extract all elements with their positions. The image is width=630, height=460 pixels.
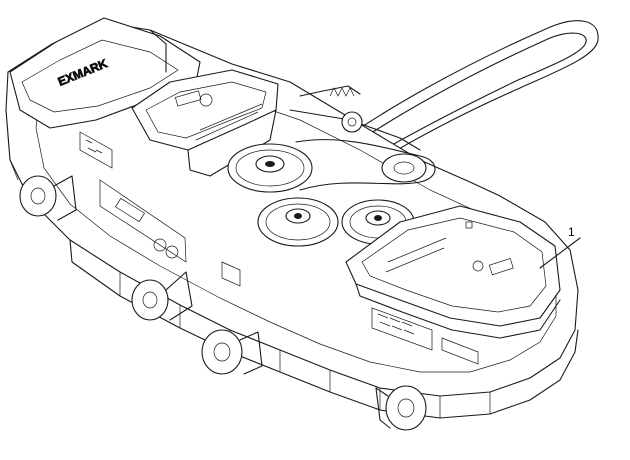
rear-housing: EXMARK bbox=[5, 17, 201, 181]
idler-spring bbox=[289, 85, 421, 151]
anti-scalp-wheel-left-front bbox=[131, 271, 193, 321]
anti-scalp-wheel-rear bbox=[19, 175, 77, 221]
belt-cover-right bbox=[345, 205, 561, 339]
anti-scalp-wheel-center-front bbox=[201, 329, 263, 375]
belt-cover-left bbox=[131, 69, 279, 177]
callout-1-label: 1 bbox=[568, 225, 575, 239]
callout-1: 1 bbox=[539, 225, 581, 269]
safety-decal bbox=[79, 131, 479, 365]
idler-pulley bbox=[295, 139, 436, 191]
drive-belt bbox=[317, 20, 599, 165]
blade-spindle-pulley-center bbox=[257, 197, 339, 247]
anti-scalp-wheel-bottom bbox=[375, 385, 427, 431]
blade-spindle-pulley-left bbox=[227, 143, 313, 193]
